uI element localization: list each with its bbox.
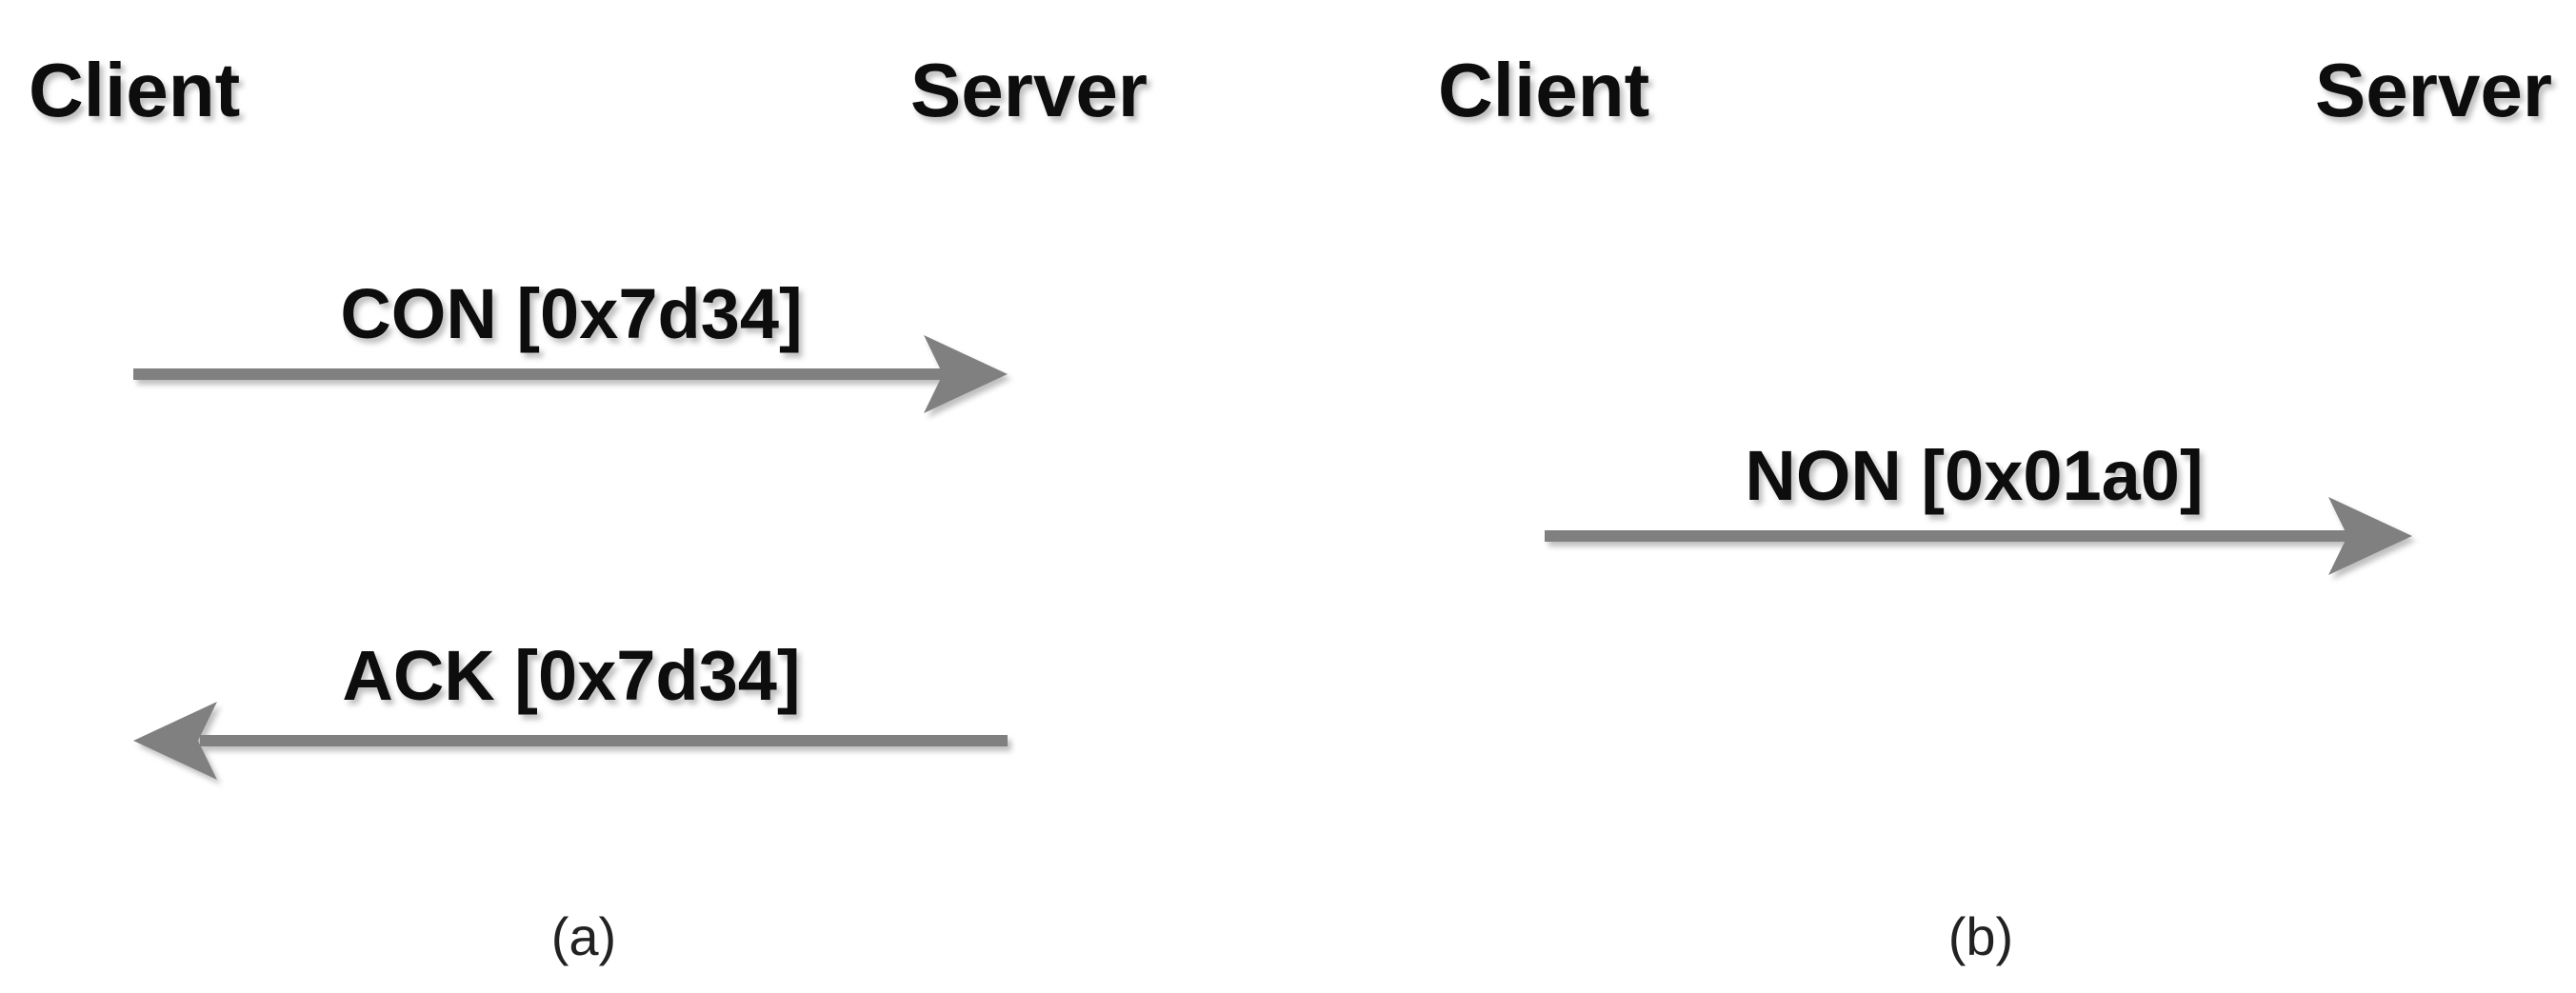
panel-a-con-message-label: CON [0x7d34]	[340, 274, 802, 353]
panel-b-server-label: Server	[2315, 48, 2552, 132]
panel-b-caption: (b)	[1948, 906, 2013, 966]
panel-a-server-label: Server	[910, 48, 1148, 132]
panel-a: Client Server CON [0x7d34] ACK [0x7d34] …	[29, 48, 1148, 966]
panel-a-con-arrow	[133, 335, 1008, 413]
panel-b-non-arrow	[1545, 497, 2412, 575]
panel-a-ack-message-label: ACK [0x7d34]	[342, 636, 800, 715]
panel-b-client-label: Client	[1438, 48, 1649, 132]
panel-b: Client Server NON [0x01a0] (b)	[1438, 48, 2552, 966]
panel-a-caption: (a)	[551, 906, 616, 966]
panel-a-ack-arrow	[133, 702, 1008, 780]
panel-a-client-label: Client	[29, 48, 240, 132]
panel-b-non-message-label: NON [0x01a0]	[1745, 436, 2203, 515]
